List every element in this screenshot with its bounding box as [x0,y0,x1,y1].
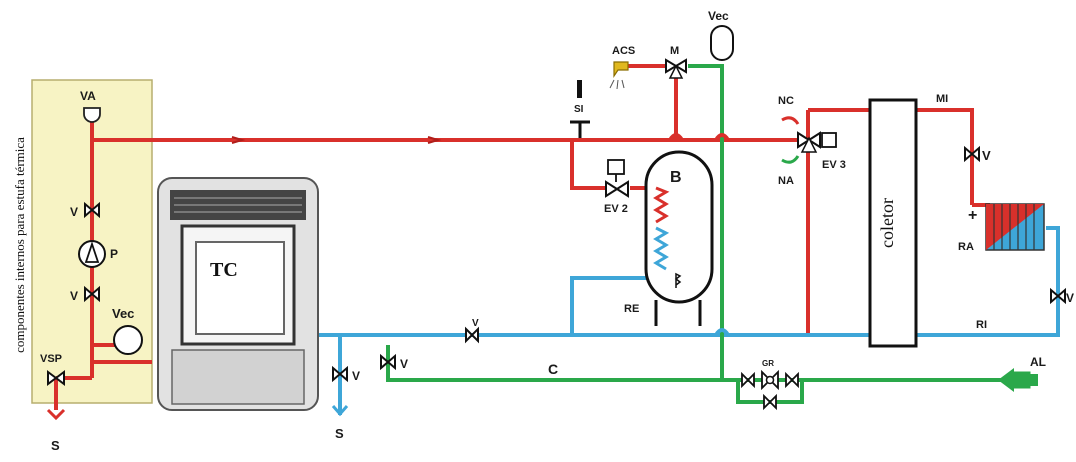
valve-v-upper-label: V [70,205,78,219]
stove-base [171,349,305,405]
radiator-fins [993,204,1035,250]
expansion-vessel-panel-icon [113,325,143,355]
al-label: AL [1030,355,1046,369]
coletor-label: coletor [877,198,897,248]
nc-indicator-icon [781,116,800,125]
valve-v-mi-label: V [982,148,991,163]
gr-valve-left-icon [741,371,755,389]
side-panel-label: componentes internos para estufa térmica [12,137,27,353]
pump-p-icon [78,240,106,268]
valve-v-return-icon [465,326,479,344]
ev3-actuator-icon [821,132,837,148]
drain-s-left-label: S [51,438,60,453]
mi-pipe [916,108,974,205]
m-label: M [670,45,679,57]
valve-v-drain-label: V [352,369,360,383]
valve-v-lower-label: V [70,289,78,303]
flow-arrows [231,136,442,144]
ev2-valve-icon [605,180,629,198]
stove-return-stubs [92,343,152,364]
stove-tc: TC [157,177,319,411]
radiator-ra [985,203,1045,251]
tank-hot-coil [653,186,670,224]
gr-bypass-valve-icon [763,393,777,411]
valve-v-mi-icon [964,145,980,163]
valve-v-lower-icon [84,285,100,303]
air-vent-va-icon [83,107,101,123]
tank-heater-re-icon [674,272,682,288]
valve-v-upper-icon [84,201,100,219]
gr-label: GR [762,359,774,368]
na-indicator-icon [781,155,800,164]
nc-label: NC [778,95,794,107]
al-arrow-icon [998,368,1014,392]
ev3-label: EV 3 [822,159,846,171]
si-label: SI [574,104,584,115]
re-label: RE [624,303,639,315]
b-label: B [670,169,682,186]
plus-label: + [968,207,977,224]
radiator-hot-section [986,204,1044,250]
pump-p-arrow [84,241,100,263]
ri-label: RI [976,319,987,331]
vec-top-label: Vec [708,9,729,23]
valve-v-ri-icon [1050,287,1066,305]
sensor-si-icon [577,80,582,98]
expansion-vessel-top-icon [710,25,734,61]
storage-tank-b: B [644,150,714,326]
pump-p-label: P [110,247,118,261]
drain-s-left-icon [46,408,66,421]
faucet-spray [609,79,625,90]
drain-s-mid-label: S [335,426,344,441]
ra-label: RA [958,241,974,253]
tc-label: TC [210,259,238,281]
valve-v-supply-label: V [400,357,408,371]
al-arrow-tail [1012,374,1038,386]
vec-panel-label: Vec [112,306,134,321]
sensor-si-tee [570,120,590,138]
return-main-pipe [318,226,1060,337]
c-label: C [548,361,558,377]
va-label: VA [80,89,96,103]
ev2-branch-pipe [570,140,612,190]
gr-valve-right-icon [785,371,799,389]
ev2-label: EV 2 [604,203,628,215]
valve-v-ri-label: V [1066,291,1074,305]
safety-valve-vsp-icon [47,370,65,386]
vsp-label: VSP [40,353,62,365]
stove-window [195,241,285,335]
valve-v-drain-icon [332,365,348,383]
collector-manifold [868,98,918,348]
na-label: NA [778,175,794,187]
stove-grille-lines [174,197,302,213]
pipe-crossovers [668,133,730,337]
tank-cold-coil [653,226,670,271]
valve-v-supply-icon [380,353,396,371]
tank-return-pipe [570,276,648,335]
drain-s-mid-icon [331,405,349,417]
vec-riser-pipe [688,64,724,380]
faucet-acs-icon [613,61,629,78]
acs-label: ACS [612,45,635,57]
valve-v-return-label: V [472,318,479,329]
supply-main-pipe [386,345,1010,382]
mi-label: MI [936,93,948,105]
ev2-actuator-icon [607,159,625,175]
